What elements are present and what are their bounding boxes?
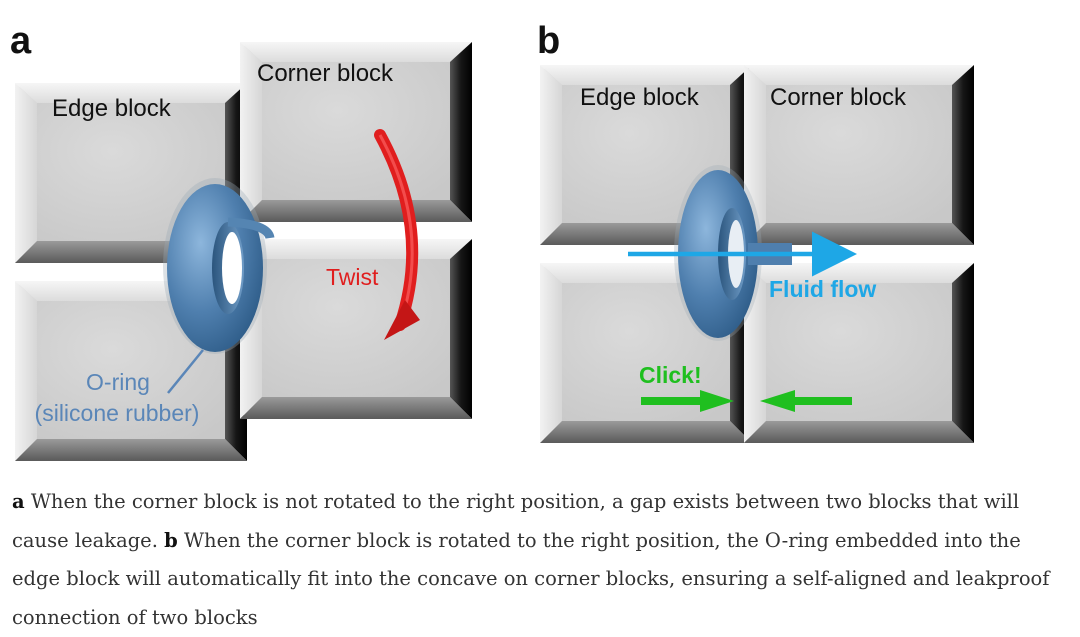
figure-caption: a When the corner block is not rotated t… xyxy=(12,483,1072,637)
panel-a-edge-block-label: Edge block xyxy=(52,95,172,122)
caption-a-text: When the corner block is not rotated to … xyxy=(12,490,1020,552)
fluid-flow-label: Fluid flow xyxy=(769,276,876,302)
panel-a-corner-block-label: Corner block xyxy=(257,60,394,87)
oring-sublabel: (silicone rubber) xyxy=(35,400,200,426)
twist-arrow-icon xyxy=(374,129,420,340)
oring-pointer-line xyxy=(167,349,204,394)
click-arrow-left-icon xyxy=(760,390,852,412)
caption-b-label: b xyxy=(164,528,178,552)
panel-b-corner-block-label: Corner block xyxy=(770,84,907,111)
panel-b-corner-block-top xyxy=(744,65,974,245)
figure-diagram: a xyxy=(10,20,974,461)
panel-a-oring xyxy=(163,178,275,354)
click-arrow-right-icon xyxy=(641,390,734,412)
oring-label: O-ring xyxy=(86,369,150,395)
caption-a-label: a xyxy=(12,490,25,513)
caption-b-text: When the corner block is rotated to the … xyxy=(12,528,1050,629)
panel-a-corner-block-top xyxy=(240,42,472,222)
panel-a-letter: a xyxy=(10,20,32,62)
click-label: Click! xyxy=(639,362,702,388)
panel-b-edge-block-label: Edge block xyxy=(580,84,700,111)
twist-label: Twist xyxy=(326,264,379,290)
panel-b-letter: b xyxy=(537,20,560,62)
